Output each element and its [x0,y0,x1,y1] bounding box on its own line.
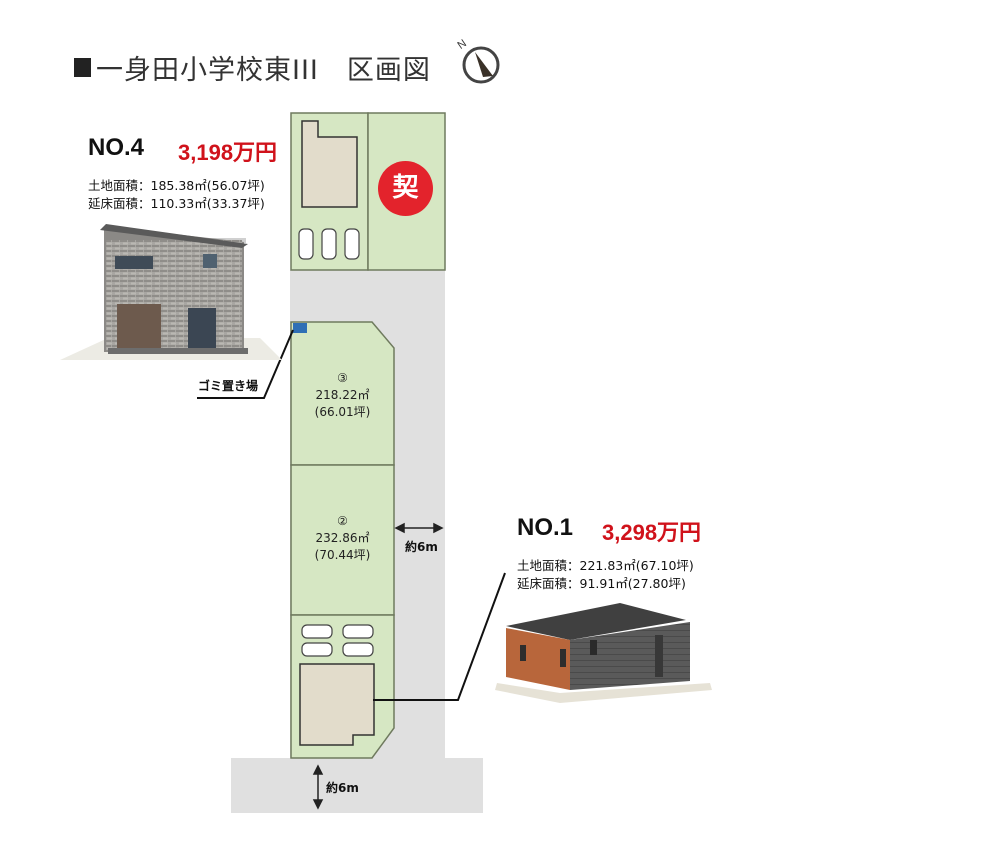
car-icon [298,228,360,260]
contract-badge [378,161,433,216]
car-icon [301,624,374,657]
no1-price: 3,298万円 [602,520,702,545]
no1-label: NO.1 [517,514,574,541]
lot-number: ③ [337,371,348,385]
no4-price: 3,198万円 [178,140,278,165]
side-road-width: 約6m [405,540,438,554]
lot-number: ② [337,514,348,528]
front-road-width: 約6m [326,781,359,795]
garbage-area [293,323,307,333]
no4-house-illustration [60,224,282,360]
lot-2 [290,464,395,616]
garbage-label: ゴミ置き場 [198,379,259,393]
lot-3 [290,321,395,466]
lot-3-label: ③ 218.22㎡ (66.01坪) [291,370,394,421]
lot-2-label: ② 232.86㎡ (70.44坪) [291,513,394,564]
lot-tsubo: (70.44坪) [314,548,371,562]
double-arrow-icon [312,522,444,810]
no1-leader-line [373,572,506,701]
no4-label: NO.4 [88,134,145,161]
lot-tsubo: (66.01坪) [314,405,371,419]
no1-floor-area: 延床面積：91.91㎡(27.80坪) [517,576,686,591]
contract-mark: 契 [392,173,419,203]
no1-house-illustration [495,603,712,703]
lot-area: 218.22㎡ [315,388,370,402]
house-footprint-top [301,120,358,208]
no4-land-area: 土地面積：185.38㎡(56.07坪) [88,178,265,193]
page-title: 一身田小学校東III 区画図 [96,55,431,86]
front-road [231,758,483,813]
house-footprint-lot-1 [299,663,375,746]
lot-area: 232.86㎡ [315,531,370,545]
no1-land-area: 土地面積：221.83㎡(67.10坪) [517,558,694,573]
garbage-leader-line [197,329,294,399]
title-square-mark [74,58,91,77]
no4-floor-area: 延床面積：110.33㎡(33.37坪) [88,196,265,211]
north-compass-icon: N [455,38,500,84]
